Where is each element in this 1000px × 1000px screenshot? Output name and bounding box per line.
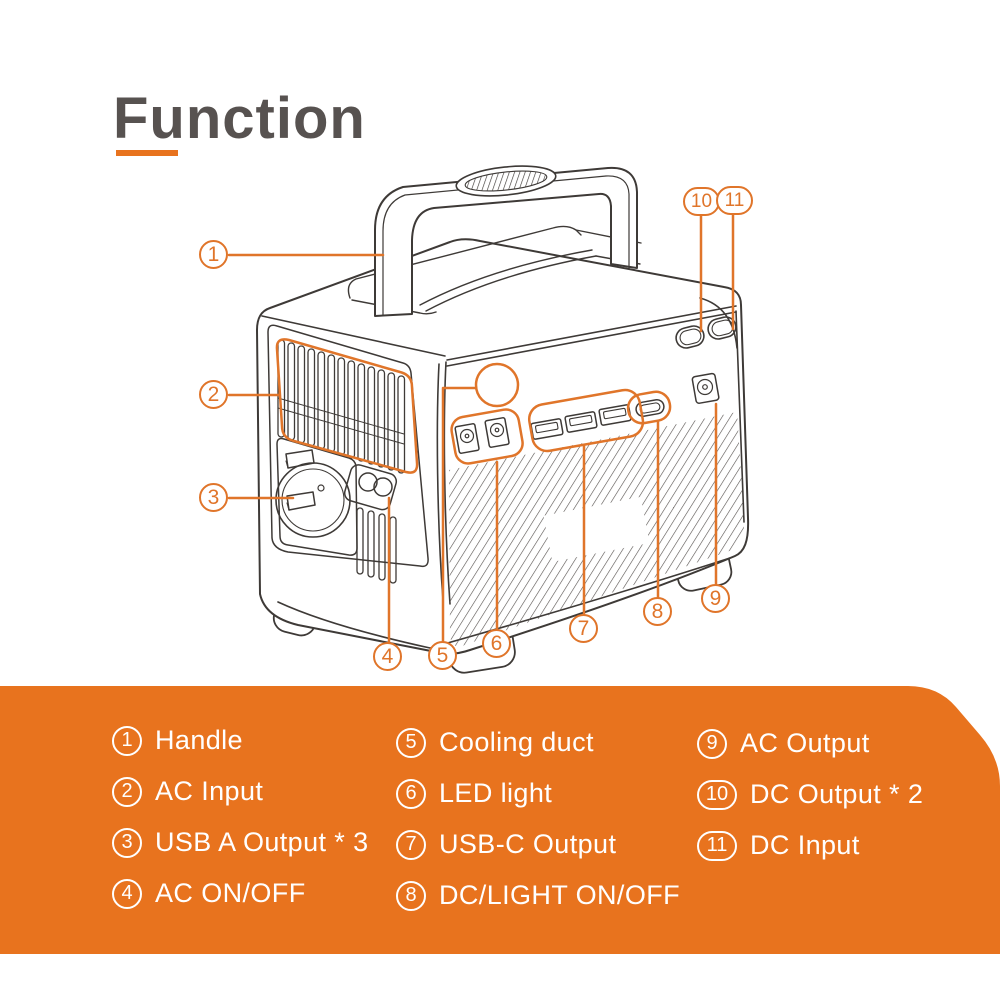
callout-7: 7	[569, 614, 598, 643]
lower-vent-slats	[356, 507, 397, 584]
handle-grip	[455, 165, 557, 197]
callout-5: 5	[428, 641, 457, 670]
legend-item-ac-output: 9 AC Output	[697, 728, 923, 759]
legend-num-2: 2	[112, 776, 142, 807]
legend-column-1: 1 Handle 2 AC Input 3 USB A Output * 3 4…	[112, 725, 369, 929]
callout-11: 11	[716, 186, 753, 215]
highlight-usb-c	[626, 390, 672, 425]
legend-item-ac-input: 2 AC Input	[112, 776, 369, 807]
legend-label-ac-on-off: AC ON/OFF	[155, 878, 306, 908]
handle	[374, 165, 638, 317]
callout-6: 6	[482, 629, 511, 658]
legend-item-dc-input: 11 DC Input	[697, 830, 923, 861]
highlight-jacks	[450, 408, 524, 465]
highlight-usb-a	[527, 388, 645, 453]
legend-item-cooling-duct: 5 Cooling duct	[396, 727, 680, 758]
legend-label-usb-a-output: USB A Output * 3	[155, 827, 369, 857]
legend-num-9: 9	[697, 728, 727, 759]
callout-2: 2	[199, 380, 228, 409]
hatch-texture	[449, 412, 745, 647]
legend-label-dc-input: DC Input	[750, 830, 860, 860]
legend-label-dc-light-on-off: DC/LIGHT ON/OFF	[439, 880, 681, 910]
legend-num-5: 5	[396, 727, 426, 758]
legend-item-ac-on-off: 4 AC ON/OFF	[112, 878, 369, 909]
callout-3: 3	[199, 483, 228, 512]
callout-1: 1	[199, 240, 228, 269]
legend-label-led-light: LED light	[439, 778, 553, 808]
legend-label-dc-output: DC Output * 2	[750, 779, 924, 809]
legend-num-4: 4	[112, 878, 142, 909]
legend-num-3: 3	[112, 827, 142, 858]
highlight-grille	[275, 338, 419, 474]
legend-num-7: 7	[396, 829, 426, 860]
legend-num-10: 10	[697, 779, 737, 810]
side-panel	[267, 324, 429, 568]
usb-a-ports	[530, 404, 632, 440]
legend-num-1: 1	[112, 725, 142, 756]
legend-label-cooling-duct: Cooling duct	[439, 727, 594, 757]
callout-9: 9	[701, 584, 730, 613]
legend-num-8: 8	[396, 880, 426, 911]
ac-outlet	[275, 437, 358, 556]
legend-item-dc-output: 10 DC Output * 2	[697, 779, 923, 810]
legend-column-3: 9 AC Output 10 DC Output * 2 11 DC Input	[697, 728, 923, 881]
legend-item-usb-c-output: 7 USB-C Output	[396, 829, 680, 860]
front-jacks	[454, 417, 510, 454]
callout-4: 4	[373, 642, 402, 671]
callout-10: 10	[683, 187, 720, 216]
legend-item-handle: 1 Handle	[112, 725, 369, 756]
legend-label-ac-input: AC Input	[155, 776, 264, 806]
page-title: Function	[113, 86, 366, 151]
label-area	[543, 496, 650, 562]
legend-column-2: 5 Cooling duct 6 LED light 7 USB-C Outpu…	[396, 727, 680, 931]
legend-panel-background	[0, 686, 1000, 954]
legend-num-6: 6	[396, 778, 426, 809]
ac-inlet-c8	[343, 464, 398, 511]
leader-line-5	[441, 386, 478, 643]
legend-item-led-light: 6 LED light	[396, 778, 680, 809]
dc-jack	[691, 372, 720, 404]
callout-8: 8	[643, 597, 672, 626]
legend-num-11: 11	[697, 830, 737, 861]
legend-label-handle: Handle	[155, 725, 243, 755]
callout-annotations	[227, 213, 735, 644]
legend-label-usb-c-output: USB-C Output	[439, 829, 617, 859]
title-underline	[116, 150, 178, 156]
legend-item-usb-a-output: 3 USB A Output * 3	[112, 827, 369, 858]
legend-label-ac-output: AC Output	[740, 728, 870, 758]
legend-item-dc-light-on-off: 8 DC/LIGHT ON/OFF	[396, 880, 680, 911]
highlight-cooling-duct	[474, 362, 520, 408]
